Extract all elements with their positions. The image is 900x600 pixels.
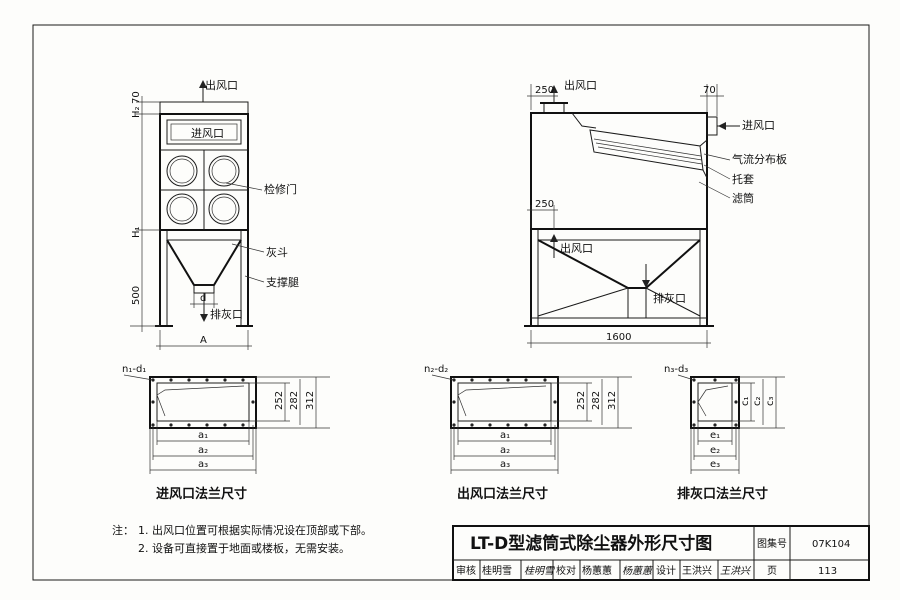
flange-outlet-bolts <box>452 378 557 427</box>
review-label: 审核 <box>456 564 476 577</box>
dim-front-h2: H₂ <box>131 106 142 118</box>
flange-outlet: n₂-d₂ 252 282 312 a₁ a₂ a₃ 出风口法兰尺寸 <box>424 364 632 502</box>
flange-inlet-w1: a₁ <box>198 430 208 441</box>
flange-inlet-outer <box>149 376 257 429</box>
check-label: 校对 <box>556 564 576 577</box>
access-door-1 <box>166 155 198 187</box>
flange-discharge-d1: c₁ <box>740 396 751 406</box>
flange-inlet: n₁-d₁ 252 282 312 a₁ a₂ a₃ 进风口法兰尺寸 <box>122 364 330 502</box>
flange-discharge-bolts <box>692 378 738 427</box>
flange-discharge-w2: e₂ <box>710 445 720 456</box>
front-outlet-label: 出风口 <box>205 78 238 92</box>
dim-front-d: d <box>200 293 206 304</box>
flange-discharge-w1: e₁ <box>710 430 720 441</box>
flange-outlet-outer <box>450 376 559 429</box>
front-leg-label: 支撑腿 <box>266 275 299 289</box>
flange-inlet-w2: a₂ <box>198 445 208 456</box>
filter-cartridge <box>589 129 704 171</box>
side-inlet-stub <box>706 116 718 136</box>
flange-inlet-d2: 282 <box>289 391 300 410</box>
flange-outlet-d3: 312 <box>607 391 618 410</box>
access-door-2 <box>208 155 240 187</box>
access-door-4 <box>208 193 240 225</box>
flange-outlet-w1: a₁ <box>500 430 510 441</box>
front-hopper <box>166 239 242 286</box>
flange-outlet-d2: 282 <box>591 391 602 410</box>
flange-outlet-caption: 出风口法兰尺寸 <box>457 486 548 502</box>
flange-outlet-w3: a₃ <box>500 459 510 470</box>
page-label: 页 <box>767 565 777 577</box>
front-hopper-label: 灰斗 <box>266 245 288 259</box>
front-outlet-hood <box>159 101 249 115</box>
flange-outlet-w2: a₂ <box>500 445 510 456</box>
flange-inlet-caption: 进风口法兰尺寸 <box>156 486 247 502</box>
flange-discharge: n₃-d₃ c₁ c₂ c₃ e₁ e₂ e₃ 排灰口法兰尺寸 <box>664 364 785 502</box>
dim-side-250-mid: 250 <box>535 199 554 210</box>
flange-discharge-bolt-label: n₃-d₃ <box>664 364 688 375</box>
dim-side-250-top: 250 <box>535 85 554 96</box>
note-1: 1. 出风口位置可根据实际情况设在顶部或下部。 <box>138 523 372 537</box>
side-filter-label: 滤筒 <box>732 191 754 205</box>
front-discharge-label: 排灰口 <box>210 307 243 321</box>
notes-heading: 注： <box>112 523 134 537</box>
flange-inlet-w3: a₃ <box>198 459 208 470</box>
dim-side-1600: 1600 <box>606 332 631 343</box>
atlas-number: 07K104 <box>812 539 850 550</box>
side-outlet-label: 出风口 <box>564 78 597 92</box>
side-outlet-label-lower: 出风口 <box>560 241 593 255</box>
flange-outlet-bolt-label: n₂-d₂ <box>424 364 448 375</box>
title-block: LT-D型滤筒式除尘器外形尺寸图 图集号 07K104 审核 桂明雪 桂明雪 校… <box>452 525 870 581</box>
dim-front-70: 70 <box>131 91 142 104</box>
flange-inlet-bolts <box>151 378 255 427</box>
dim-front-500: 500 <box>131 286 142 305</box>
side-outlet-spigot <box>543 102 565 114</box>
reviewer-signature: 桂明雪 <box>524 565 555 577</box>
flange-inlet-bolt-label: n₁-d₁ <box>122 364 146 375</box>
page-number: 113 <box>818 566 837 577</box>
designer-signature: 王洪兴 <box>720 565 752 577</box>
design-label: 设计 <box>656 564 676 577</box>
flange-discharge-outer <box>690 376 740 429</box>
dim-front-h1: H₁ <box>131 226 142 238</box>
flange-outlet-d1: 252 <box>576 391 587 410</box>
flange-inlet-d1: 252 <box>274 391 285 410</box>
side-hopper <box>537 239 701 289</box>
flange-discharge-w3: e₃ <box>710 459 720 470</box>
dim-side-70: 70 <box>703 85 716 96</box>
front-inlet-label: 进风口 <box>191 127 224 140</box>
front-view: 出风口 进风口 检修门 灰斗 支撑腿 排 <box>130 78 299 350</box>
front-access-door-label: 检修门 <box>264 182 297 196</box>
side-discharge-label: 排灰口 <box>653 291 686 305</box>
side-inlet-label: 进风口 <box>742 119 775 132</box>
checker-name: 杨蕙蕙 <box>582 564 612 577</box>
side-distributor-label: 气流分布板 <box>732 152 787 166</box>
flange-discharge-caption: 排灰口法兰尺寸 <box>677 486 768 502</box>
side-bracket-label: 托套 <box>732 172 754 186</box>
sheet-border <box>32 24 870 581</box>
reviewer-name: 桂明雪 <box>482 564 512 577</box>
atlas-label: 图集号 <box>757 537 787 550</box>
flange-discharge-d2: c₂ <box>752 396 763 406</box>
note-2: 2. 设备可直接置于地面或楼板，无需安装。 <box>138 541 350 555</box>
side-body <box>530 112 708 230</box>
flange-discharge-d3: c₃ <box>765 396 776 406</box>
designer-name: 王洪兴 <box>682 565 712 577</box>
notes: 注： 1. 出风口位置可根据实际情况设在顶部或下部。 2. 设备可直接置于地面或… <box>112 523 372 555</box>
dim-front-a: A <box>200 335 207 346</box>
access-door-3 <box>166 193 198 225</box>
drawing-title: LT-D型滤筒式除尘器外形尺寸图 <box>470 533 712 554</box>
checker-signature: 杨蕙蕙 <box>622 565 654 577</box>
flange-inlet-d3: 312 <box>305 391 316 410</box>
flange-inlet-inner <box>156 382 250 422</box>
flange-outlet-inner <box>457 382 552 422</box>
front-inlet-frame <box>166 119 242 145</box>
side-view: 进风口 气流分布板 托套 滤筒 排灰口 出风口 出风口 250 <box>524 78 787 348</box>
